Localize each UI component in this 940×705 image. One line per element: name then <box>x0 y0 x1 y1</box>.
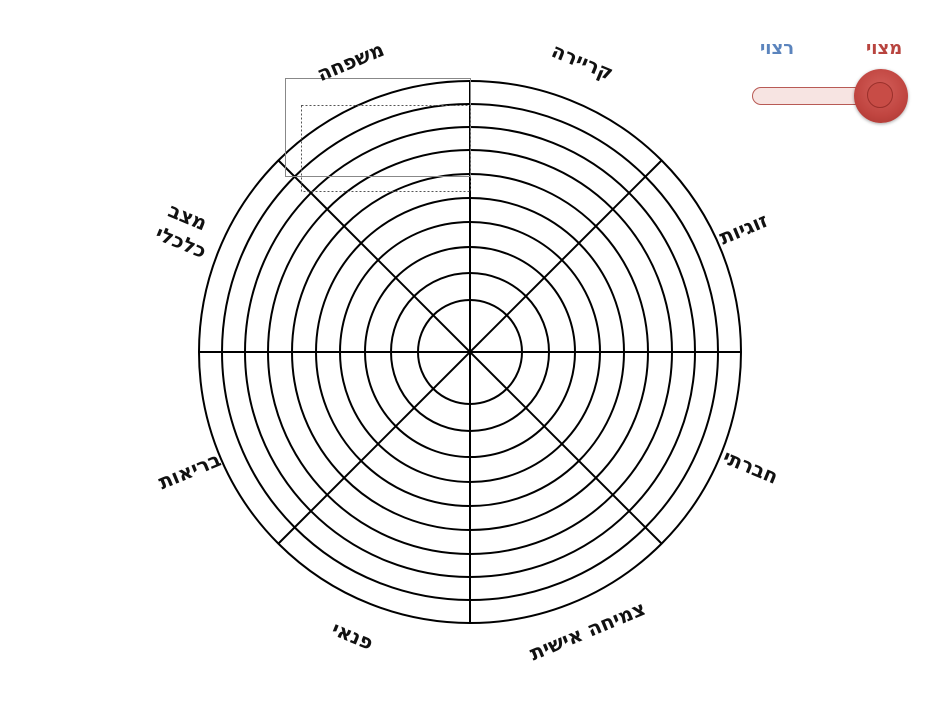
sector-label-relationship[interactable]: זוגיות <box>716 208 772 249</box>
toggle-label-actual[interactable]: מצוי <box>866 38 903 59</box>
mode-toggle-knob[interactable] <box>854 69 908 123</box>
sector-label-health[interactable]: בריאות <box>155 447 224 494</box>
selection-marquee <box>285 78 471 192</box>
sector-label-social[interactable]: חברתי <box>719 445 781 489</box>
sector-label-career[interactable]: קריירה <box>548 38 617 85</box>
toggle-knob-center <box>867 82 893 108</box>
wheel-spoke-4 <box>277 159 663 545</box>
sector-label-growth[interactable]: צמיחה אישית <box>526 596 649 665</box>
sector-label-financial[interactable]: מצב כלכלי <box>152 197 220 263</box>
toggle-label-desired[interactable]: רצוי <box>760 38 795 59</box>
sector-label-leisure[interactable]: פנאי <box>328 616 377 655</box>
